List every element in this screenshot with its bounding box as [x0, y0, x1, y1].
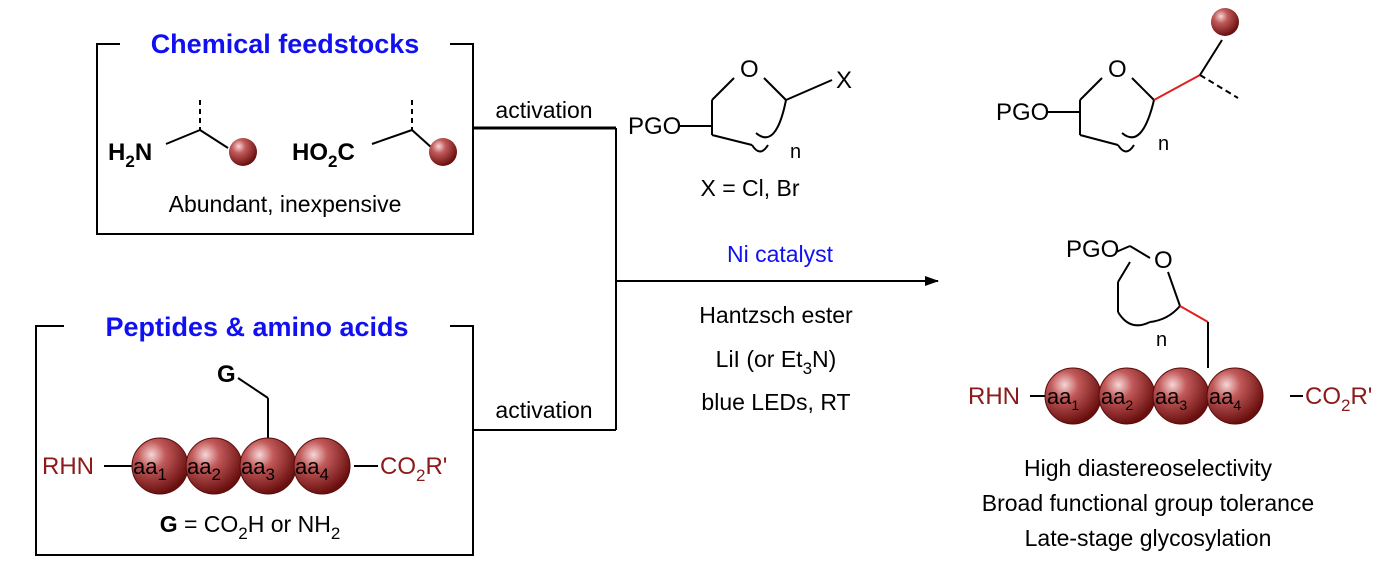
features-list: High diastereoselectivity Broad function… — [982, 455, 1314, 551]
conditions: Ni catalyst Hantzsch ester LiI (or Et3N)… — [699, 241, 853, 415]
substituent-ball — [429, 138, 457, 166]
reagent-n: n — [790, 141, 801, 163]
svg-text:aa2: aa2 — [187, 454, 221, 484]
substituent-ball — [229, 138, 257, 166]
product-top: O PGO n — [996, 8, 1239, 155]
feedstocks-panel: Chemical feedstocks H2N HO2C Abundant, i… — [96, 29, 474, 235]
peptide-bead: aa3 — [239, 437, 297, 495]
svg-text:PGO: PGO — [1066, 236, 1119, 263]
reagent-x: X — [836, 67, 852, 94]
condition-line-1: Hantzsch ester — [699, 302, 853, 328]
g-definition: G = CO2H or NH2 — [160, 511, 341, 543]
svg-text:aa1: aa1 — [1047, 384, 1079, 413]
feature-item: Broad functional group tolerance — [982, 490, 1314, 516]
svg-text:n: n — [1156, 329, 1167, 351]
catalyst-label: Ni catalyst — [727, 241, 834, 267]
feedstocks-title: Chemical feedstocks — [151, 29, 420, 59]
product-rhn: RHN — [968, 383, 1020, 410]
new-c-c-bond — [1179, 305, 1209, 323]
svg-text:PGO: PGO — [996, 99, 1049, 126]
amine-formula: H2N — [108, 139, 152, 171]
peptides-box — [35, 325, 474, 556]
peptide-bead: aa2 — [1098, 367, 1156, 425]
feature-item: High diastereoselectivity — [1024, 455, 1273, 481]
svg-text:aa2: aa2 — [1101, 384, 1133, 413]
feedstocks-box — [96, 43, 474, 235]
svg-text:aa3: aa3 — [1155, 384, 1187, 413]
feature-item: Late-stage glycosylation — [1025, 525, 1272, 551]
product-ester: CO2R' — [1305, 383, 1372, 415]
peptide-bead: aa4 — [293, 437, 351, 495]
glycosyl-halide: O X PGO n X = Cl, Br — [628, 56, 852, 201]
acid-formula: HO2C — [292, 139, 355, 171]
peptide-bead: aa1 — [1044, 367, 1102, 425]
condition-line-2: LiI (or Et3N) — [716, 346, 837, 378]
amine-structure: H2N — [108, 100, 257, 171]
substituent-ball — [1211, 8, 1239, 36]
product-glycopeptide: PGO O n RHN aa1 aa2 aa3 aa4 CO2R' — [968, 236, 1372, 425]
x-definition: X = Cl, Br — [700, 175, 799, 201]
activation-label-top: activation — [495, 97, 592, 123]
reagent-pgo: PGO — [628, 113, 681, 140]
svg-text:aa4: aa4 — [295, 454, 329, 484]
new-c-c-bond — [1153, 74, 1201, 101]
peptide-rhn: RHN — [42, 453, 94, 480]
svg-text:aa3: aa3 — [241, 454, 275, 484]
feedstocks-note: Abundant, inexpensive — [169, 191, 402, 217]
peptides-panel: Peptides & amino acids G RHN aa1 aa2 aa3… — [35, 312, 474, 556]
peptide-bead: aa1 — [131, 437, 189, 495]
reagent-ring-o: O — [740, 56, 759, 83]
activation-label-bottom: activation — [495, 397, 592, 423]
peptides-title: Peptides & amino acids — [105, 312, 408, 342]
peptide-ester: CO2R' — [380, 453, 447, 485]
svg-text:O: O — [1108, 56, 1127, 83]
peptide-bead: aa4 — [1206, 367, 1264, 425]
svg-text:O: O — [1154, 247, 1173, 274]
acid-structure: HO2C — [292, 100, 457, 171]
svg-text:n: n — [1158, 133, 1169, 155]
g-label: G — [217, 361, 236, 388]
svg-text:aa4: aa4 — [1209, 384, 1241, 413]
peptide-bead: aa2 — [185, 437, 243, 495]
activation-connector: activation activation — [473, 97, 617, 431]
peptide-bead: aa3 — [1152, 367, 1210, 425]
svg-text:aa1: aa1 — [133, 454, 167, 484]
condition-line-3: blue LEDs, RT — [701, 389, 850, 415]
